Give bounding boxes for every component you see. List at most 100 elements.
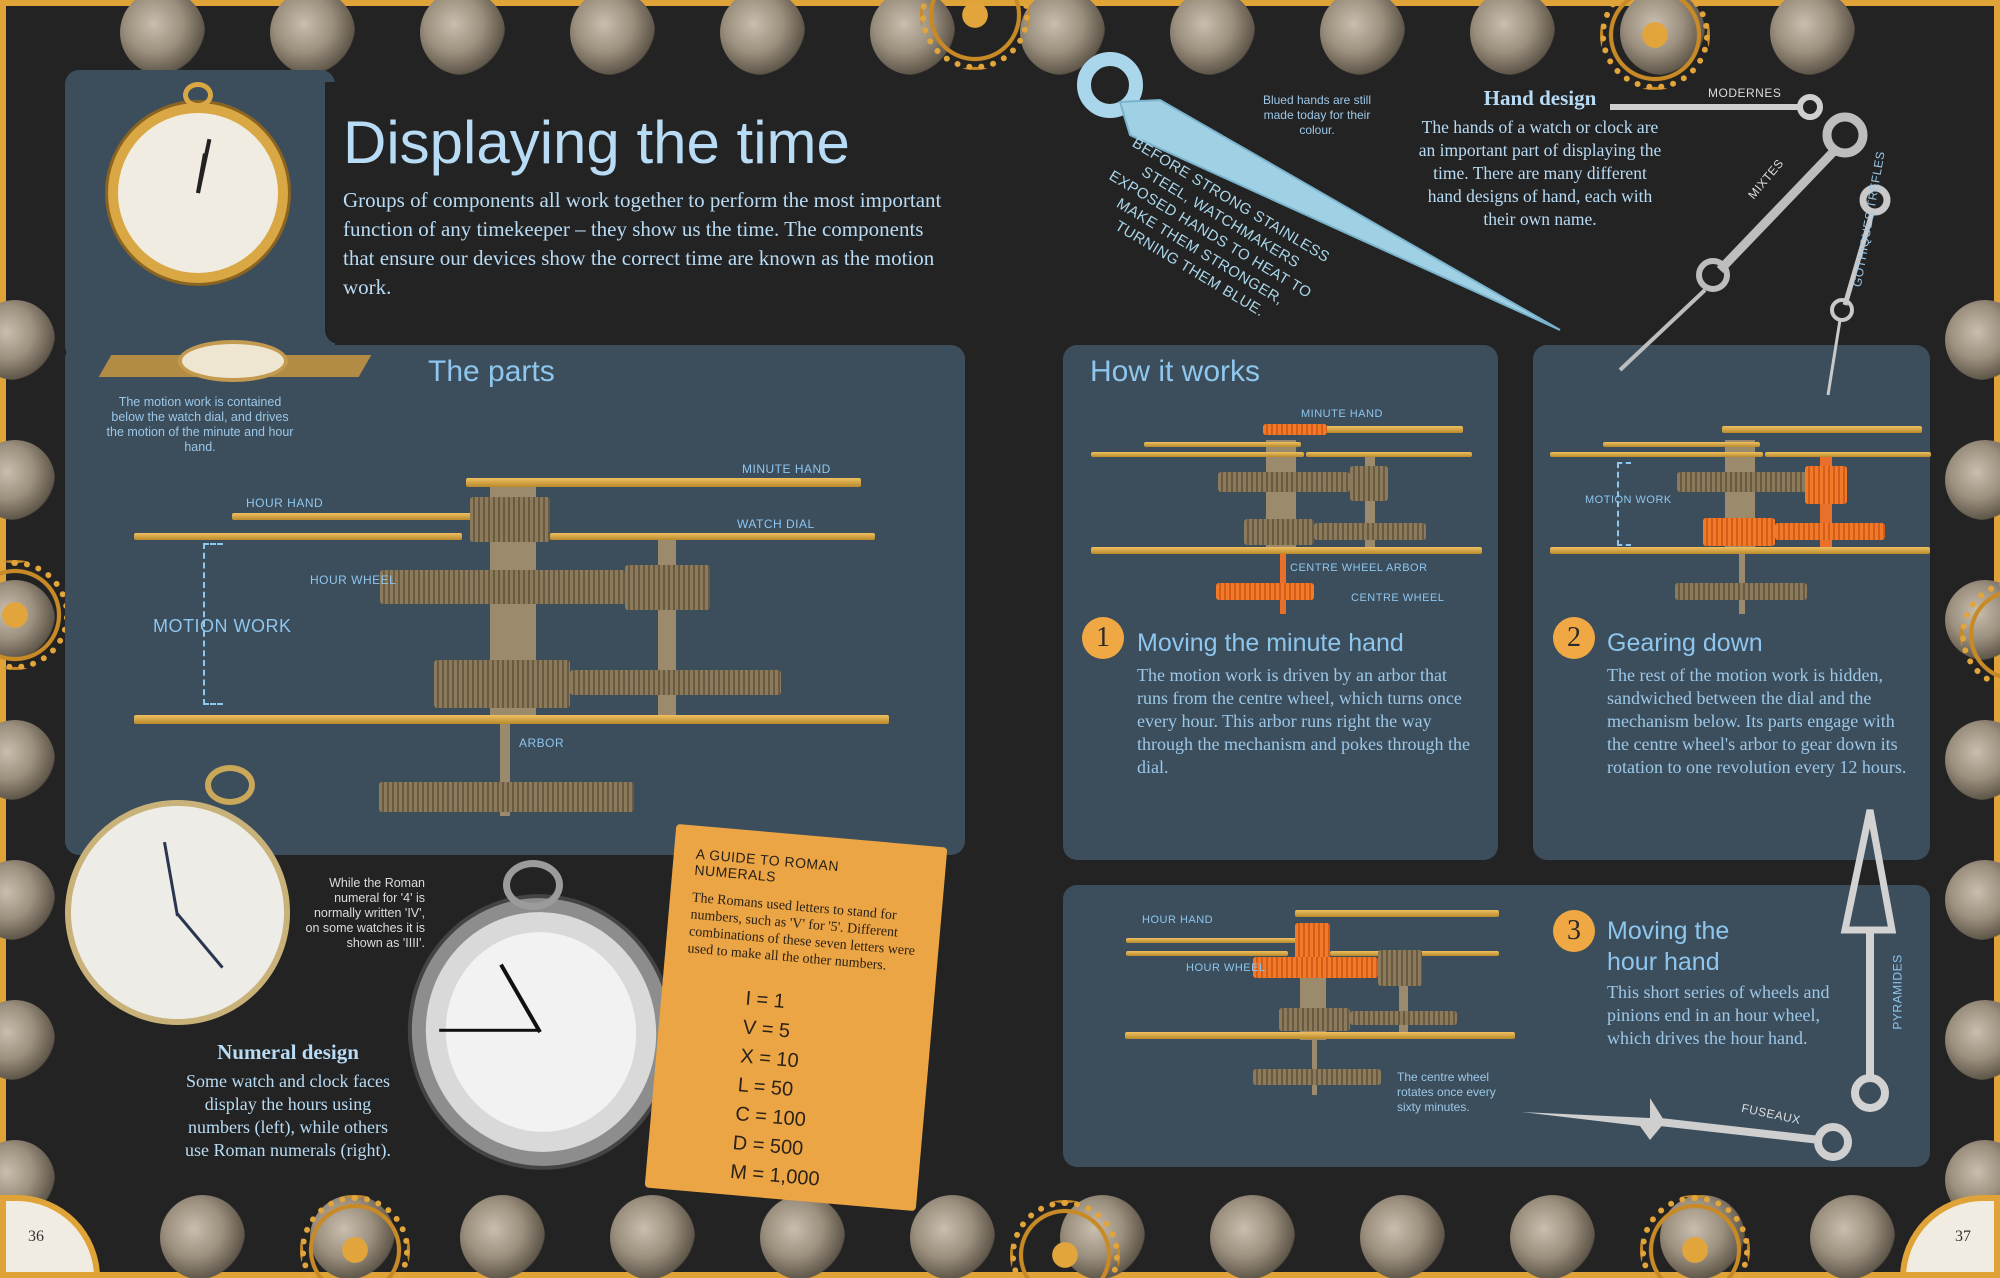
scroll-ornament: [460, 1195, 545, 1278]
scroll-ornament: [760, 1195, 845, 1278]
hour-hand-icon: [176, 913, 224, 969]
post: [1399, 950, 1408, 1035]
step3-title: Moving the hour hand: [1607, 917, 1730, 976]
title-block: [325, 82, 965, 344]
label-watch-dial: Watch dial: [737, 517, 815, 531]
minute-hand-bar: [1722, 426, 1922, 433]
hour-hand-bar: [1144, 442, 1301, 447]
motion-work-bracket: [1617, 462, 1631, 546]
dial-right: [1765, 452, 1931, 457]
scroll-ornament: [1470, 0, 1555, 75]
hour-wheel-pipe: [470, 497, 550, 542]
minute-hand-icon: [439, 1028, 540, 1032]
hour-hand-icon: [499, 963, 542, 1034]
minute-hand-bar: [1295, 910, 1499, 917]
hour-hand-bar: [1603, 442, 1760, 447]
pocket-watch-icon: [108, 103, 288, 283]
parts-caption: The motion work is contained below the w…: [106, 395, 294, 454]
hour-hand-bar: [232, 513, 548, 520]
hour-wheel: [1677, 472, 1809, 492]
scroll-ornament: [1210, 1195, 1295, 1278]
label-centre-wheel-arbor: Centre wheel arbor: [1290, 562, 1428, 574]
step1-title: Moving the minute hand: [1137, 629, 1404, 657]
step-number-2: 2: [1553, 617, 1595, 659]
gear-ornament: [1010, 1200, 1120, 1278]
blued-caption: Blued hands are still made today for the…: [1262, 93, 1372, 137]
label-minute-hand: Minute hand: [1301, 408, 1383, 420]
minute-hand-icon: [162, 841, 179, 917]
roman-card-body: The Romans used letters to stand for num…: [686, 890, 916, 974]
minute-wheel: [434, 660, 570, 708]
scroll-ornament: [1170, 0, 1255, 75]
how-panel-3: [1063, 885, 1930, 1167]
label-hour-hand: Hour hand: [246, 496, 324, 510]
scroll-ornament: [1360, 1195, 1445, 1278]
hour-hand-icon: [196, 153, 207, 194]
minute-hand-bar: [466, 478, 861, 487]
gear-ornament: [1600, 0, 1710, 90]
scroll-ornament: [720, 0, 805, 75]
how-panel-2: [1533, 345, 1930, 860]
step2-title: Gearing down: [1607, 629, 1763, 657]
hand-design-title: Hand design: [1483, 86, 1597, 110]
minute-wheel-highlight: [1703, 518, 1775, 546]
label-hour-hand: Hour hand: [1142, 914, 1214, 926]
centre-wheel: [379, 782, 634, 812]
pinion: [570, 670, 781, 695]
centre-wheel-caption: The centre wheel rotates once every sixt…: [1397, 1070, 1496, 1114]
numeral-design-body: Some watch and clock faces display the h…: [185, 1071, 391, 1160]
dial-left: [1091, 452, 1304, 457]
hand-styles-bottom-icon: [1522, 809, 1897, 1161]
arbor: [1312, 1039, 1317, 1095]
scroll-ornament: [1320, 0, 1405, 75]
minute-hand-bar: [1263, 426, 1463, 433]
label-modernes: Modernes: [1708, 86, 1782, 100]
watch-bow-icon: [503, 860, 563, 910]
intro-text: Groups of components all work together t…: [343, 188, 942, 299]
label-centre-wheel: Centre wheel: [1351, 592, 1445, 604]
how-title: How it works: [1090, 355, 1261, 388]
main-plate: [134, 715, 889, 724]
label-pyramides: Pyramides: [1890, 954, 1905, 1030]
scroll-ornament: [910, 1195, 995, 1278]
step1-body: The motion work is driven by an arbor th…: [1137, 665, 1470, 777]
numeral-caption: While the Roman numeral for '4' is norma…: [305, 876, 426, 950]
page-number-right: 37: [1955, 1228, 1971, 1245]
blued-hand-icon: [1077, 52, 1561, 331]
label-motion-work: Motion work: [153, 616, 292, 636]
step-number-1: 1: [1082, 617, 1124, 659]
scroll-ornament: [610, 1195, 695, 1278]
parts-title: The parts: [428, 355, 555, 388]
scroll-ornament: [420, 0, 505, 75]
scroll-ornament: [1510, 1195, 1595, 1278]
post: [1365, 455, 1375, 547]
hand-styles-icon: [1610, 94, 1891, 396]
label-minute-hand: Minute hand: [742, 462, 831, 476]
page-title: Displaying the time: [343, 109, 850, 176]
hour-wheel-highlight: [1253, 957, 1378, 978]
minute-hand-collet: [1263, 424, 1327, 435]
dial-left: [134, 533, 462, 540]
watch-bow-icon: [205, 765, 255, 805]
motion-work-bracket: [203, 543, 223, 705]
pinion-highlight: [1805, 466, 1847, 504]
pinion: [1314, 523, 1426, 540]
step-number-3: 3: [1553, 910, 1595, 952]
page-number-left: 36: [28, 1228, 44, 1245]
dial-right: [1306, 452, 1472, 457]
roman-numeral-card: A guide to Roman numerals The Romans use…: [644, 823, 948, 1212]
dial-left: [1550, 452, 1763, 457]
centre-wheel: [1216, 583, 1314, 600]
arbor: [500, 724, 510, 816]
hand-design-body: The hands of a watch or clock are an imp…: [1418, 117, 1662, 229]
scroll-ornament: [120, 0, 205, 75]
label-motion-work: Motion work: [1585, 494, 1672, 506]
gear-ornament: [300, 1195, 410, 1278]
pinion: [1350, 1011, 1457, 1025]
label-arbor: Arbor: [519, 736, 565, 750]
pinion: [1350, 466, 1388, 501]
centre-wheel: [1675, 583, 1807, 600]
label-hour-wheel: Hour wheel: [1186, 962, 1266, 974]
step2-body: The rest of the motion work is hidden, s…: [1607, 665, 1907, 777]
numeral-design-title: Numeral design: [217, 1040, 359, 1064]
